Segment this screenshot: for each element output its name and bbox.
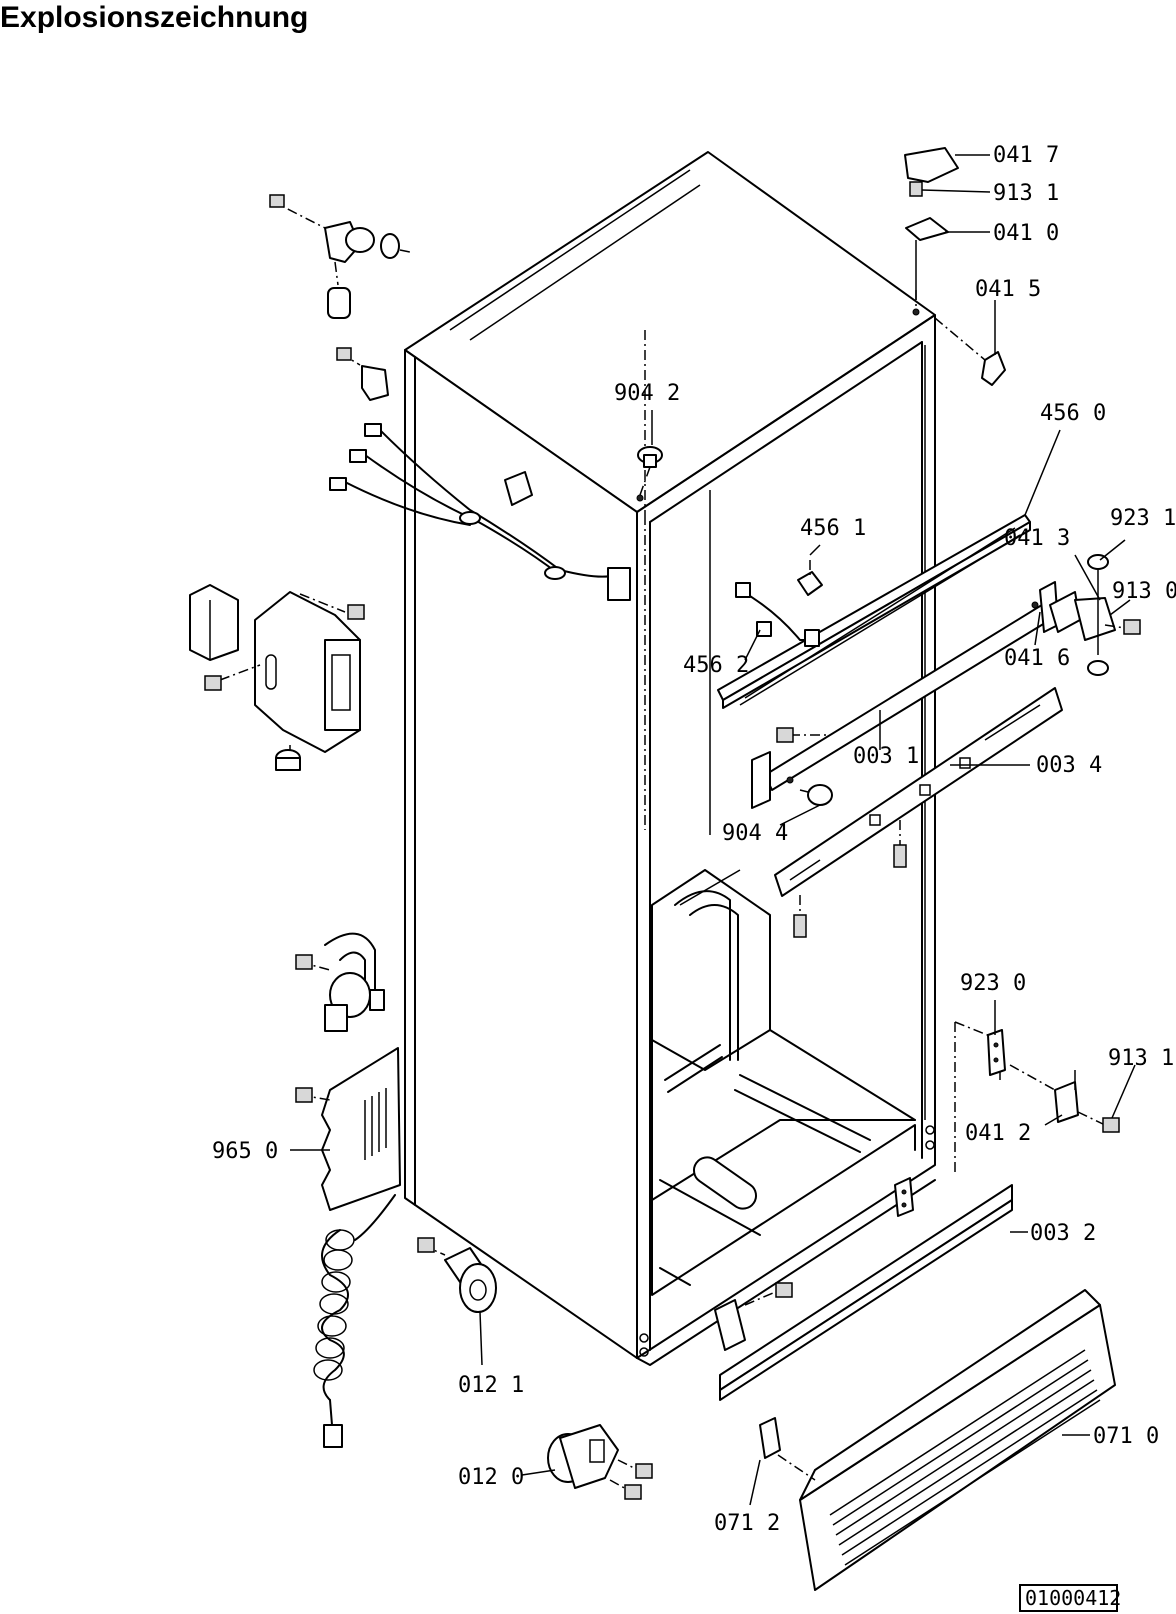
callout-913-1-bottom: 913 1 xyxy=(1108,1046,1174,1071)
screw-icon xyxy=(776,727,794,743)
top-hinge-assembly xyxy=(904,147,1006,386)
leader-lines xyxy=(290,154,1136,1506)
grille-071-0 xyxy=(799,1289,1116,1591)
hinge-cover xyxy=(904,147,959,183)
callout-904-4: 904 4 xyxy=(722,821,788,846)
callout-965-0: 965 0 xyxy=(212,1139,278,1164)
callout-041-2: 041 2 xyxy=(965,1121,1031,1146)
floor-bracket xyxy=(714,1282,793,1351)
power-plug xyxy=(323,1424,343,1448)
left-mid-bracket xyxy=(295,932,385,1032)
screw-icon xyxy=(204,675,222,691)
callout-041-3: 041 3 xyxy=(1004,526,1070,551)
callout-012-1: 012 1 xyxy=(458,1373,524,1398)
harness-clip xyxy=(504,471,533,506)
screw-icon xyxy=(269,194,285,208)
callout-456-0: 456 0 xyxy=(1040,401,1106,426)
screw-icon xyxy=(295,954,313,970)
callout-071-2: 071 2 xyxy=(714,1511,780,1536)
callout-913-1-top: 913 1 xyxy=(993,181,1059,206)
callout-003-1: 003 1 xyxy=(853,744,919,769)
plug-904-2 xyxy=(636,446,663,502)
callout-003-4: 003 4 xyxy=(1036,753,1102,778)
screw-icon xyxy=(793,914,807,938)
callout-071-0: 071 0 xyxy=(1093,1424,1159,1449)
screw-icon xyxy=(775,1282,793,1298)
callout-041-7: 041 7 xyxy=(993,143,1059,168)
screw-icon xyxy=(417,1237,435,1253)
relay-box xyxy=(189,584,365,771)
callout-913-0: 913 0 xyxy=(1112,579,1176,604)
cabinet-body xyxy=(404,151,936,1366)
page-title: Explosionszeichnung xyxy=(0,1,309,34)
callout-003-2: 003 2 xyxy=(1030,1221,1096,1246)
beam-003-4 xyxy=(774,687,1063,938)
screw-icon xyxy=(295,1087,313,1103)
document-number-box: 01000412 xyxy=(1019,1584,1121,1612)
callout-041-5: 041 5 xyxy=(975,277,1041,302)
wire-harness xyxy=(329,423,631,601)
callout-labels: 041 7 913 1 041 0 041 5 904 2 456 0 456 … xyxy=(212,143,1176,1536)
screw-icon xyxy=(347,604,365,620)
callout-923-0: 923 0 xyxy=(960,971,1026,996)
lower-right-hinge xyxy=(954,1021,1120,1175)
hinge-bush xyxy=(981,351,1006,386)
strip-003-2 xyxy=(719,1184,1013,1401)
screw-icon xyxy=(1102,1117,1120,1133)
rail-456-0 xyxy=(717,514,1031,709)
callout-923-1: 923 1 xyxy=(1110,506,1176,531)
document-number: 01000412 xyxy=(1025,1586,1121,1610)
base-hinge-bracket xyxy=(894,1177,914,1217)
cable-clip xyxy=(336,347,389,401)
callout-041-0: 041 0 xyxy=(993,221,1059,246)
callout-012-0: 012 0 xyxy=(458,1465,524,1490)
screw-icon xyxy=(336,347,352,361)
callout-456-1: 456 1 xyxy=(800,516,866,541)
screw-icon xyxy=(624,1484,642,1500)
screw-icon xyxy=(635,1463,653,1479)
foot-012-0 xyxy=(547,1424,653,1500)
mount-plate-965-0 xyxy=(295,1047,401,1211)
connector-456-1 xyxy=(797,560,823,596)
screw-icon xyxy=(893,844,907,868)
power-cord xyxy=(313,1194,396,1448)
callout-456-2: 456 2 xyxy=(683,653,749,678)
hinge-plate xyxy=(905,217,949,241)
grille-slots xyxy=(829,1349,1101,1566)
connector-456-2 xyxy=(735,582,820,647)
callout-041-6: 041 6 xyxy=(1004,646,1070,671)
screw-icon xyxy=(909,181,923,197)
vent-slots xyxy=(364,1088,387,1160)
beam-003-1 xyxy=(751,581,1059,809)
callout-904-2: 904 2 xyxy=(614,381,680,406)
upper-right-hinge xyxy=(1049,554,1141,676)
foot-012-1 xyxy=(417,1237,497,1313)
thermostat-assembly xyxy=(269,194,411,319)
clip-071-2 xyxy=(759,1417,816,1481)
plug-904-4 xyxy=(799,784,833,806)
screw-icon xyxy=(1123,619,1141,635)
